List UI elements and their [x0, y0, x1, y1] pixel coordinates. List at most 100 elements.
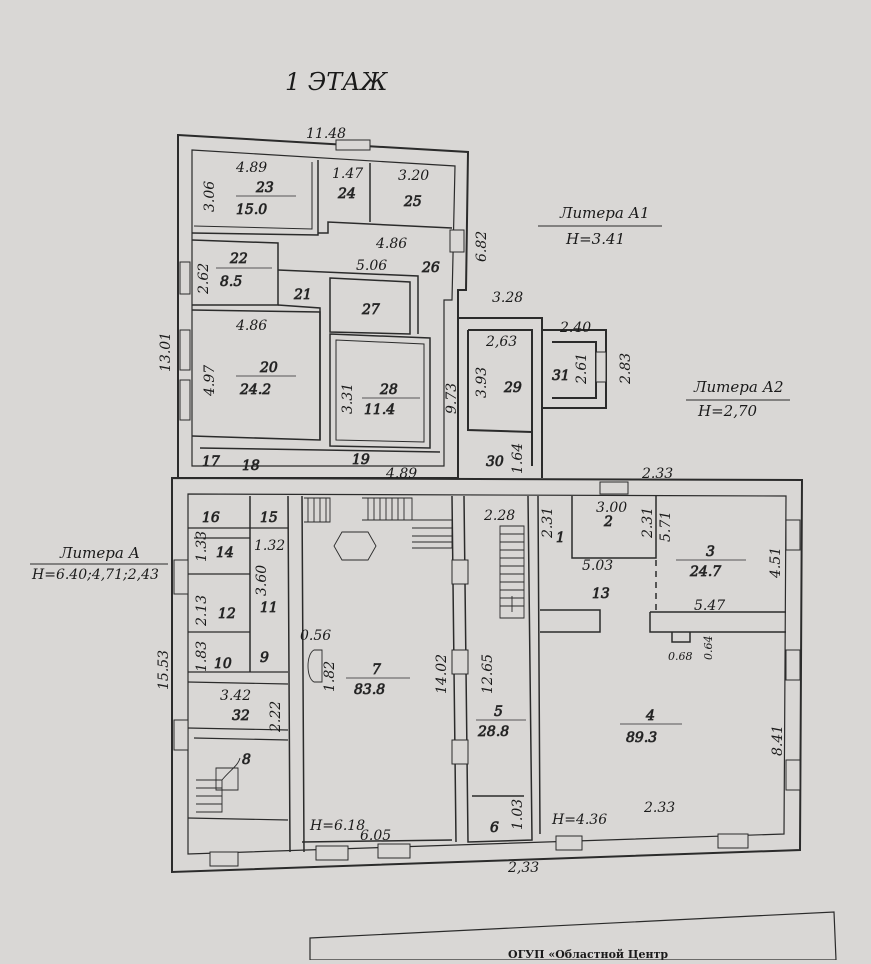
window [335, 139, 371, 151]
window [449, 229, 465, 253]
dimension: 3.28 [492, 290, 523, 306]
window [173, 559, 189, 595]
dimension: 11.48 [306, 126, 346, 142]
window [785, 649, 801, 681]
room-area: 28.8 [477, 724, 509, 740]
liter-a2-height: Н=2,70 [697, 402, 758, 420]
dimension: 5.47 [694, 598, 725, 614]
dimension: 3.93 [474, 367, 490, 398]
wall-room23 [193, 162, 313, 230]
wall-room28 [329, 333, 431, 449]
wall-column-0.68 [671, 632, 691, 643]
room-number: 9 [260, 650, 269, 666]
window [451, 559, 469, 585]
room-number: 15 [260, 510, 278, 526]
wall-left-column [249, 495, 305, 853]
room-area: 89.3 [626, 730, 657, 746]
liter-a1-height: Н=3.41 [565, 230, 625, 248]
room-number: 1 [556, 530, 565, 546]
room-area: 83.8 [354, 682, 385, 698]
room-number: 7 [372, 662, 381, 678]
room-number: 24 [337, 186, 356, 202]
liter-labels: Литера А1 Н=3.41 Литера А2 Н=2,70 Литера… [30, 204, 790, 583]
wall-right-rooms [537, 495, 786, 835]
window [179, 329, 191, 371]
wall-room20 [191, 309, 441, 453]
dimension: 1.32 [254, 538, 285, 554]
stair-hall7 [304, 497, 453, 549]
dimension: 2.62 [196, 263, 212, 295]
room-number: 10 [214, 656, 232, 672]
dimension: 2.31 [540, 507, 556, 539]
room-number: 12 [218, 606, 236, 622]
dimension-labels: 11.48 4.89 3.06 1.47 3.20 6.82 4.86 2.62… [156, 126, 786, 876]
dimension: 2.28 [483, 508, 515, 524]
room-area: 15.0 [236, 202, 267, 218]
dimension: 2.22 [268, 701, 284, 733]
room-number: 13 [592, 586, 610, 602]
wall-room28-inner [335, 339, 425, 443]
dimension: 1.82 [322, 661, 338, 692]
dimension: 1.47 [332, 166, 363, 182]
wall-room27 [329, 277, 411, 335]
room-number: 26 [421, 260, 440, 276]
dimension: 8.41 [770, 725, 786, 756]
liter-a-height: Н=6.40;4,71;2,43 [31, 567, 159, 583]
stair-room5 [499, 525, 525, 619]
window [717, 833, 749, 849]
dimension: 6.05 [360, 828, 391, 844]
title-block: ОГУП «Областной Центр [309, 911, 837, 961]
title-block-text: ОГУП «Областной Центр [508, 948, 668, 960]
window [785, 519, 801, 551]
liter-a-name: Литера А [59, 544, 140, 562]
dimension: 4.51 [768, 547, 784, 579]
room-area: 11.4 [364, 402, 395, 418]
dimension: 2.83 [618, 353, 634, 385]
openings [173, 139, 801, 867]
window [209, 851, 239, 867]
window [785, 759, 801, 791]
window [555, 835, 583, 851]
fireplace [307, 649, 323, 683]
dimension: 3.42 [220, 688, 251, 704]
dimension: 3.20 [398, 168, 429, 184]
hexagon-fixture [333, 531, 377, 561]
ceiling-height: Н=4.36 [551, 812, 607, 828]
room-number: 5 [494, 704, 503, 720]
room-number: 23 [255, 180, 274, 196]
room-number: 32 [232, 708, 250, 724]
room-number: 29 [503, 380, 522, 396]
room-number: 3 [706, 544, 715, 560]
stair-room8 [196, 757, 241, 813]
room-number: 25 [403, 194, 422, 210]
dimension: 9.73 [444, 383, 460, 414]
stair-spiral [215, 767, 239, 791]
window [315, 845, 349, 861]
window [377, 843, 411, 859]
plan-title: 1 ЭТАЖ [285, 68, 388, 96]
room-number: 16 [202, 510, 220, 526]
dimension: 1.83 [194, 641, 210, 672]
wall-a1-inner [191, 149, 456, 467]
room-area: 8.5 [220, 274, 242, 290]
dimension: 1.03 [510, 799, 526, 830]
wall-room29 [458, 317, 543, 478]
dimension: 2.40 [559, 320, 591, 336]
wall-room8 [187, 817, 289, 821]
dimension: 2.61 [574, 353, 590, 385]
dimension: 4.97 [202, 365, 218, 397]
room-labels: 23 15.0 24 25 22 8.5 21 26 27 20 24.2 28… [202, 180, 746, 836]
wall-a-outer [171, 476, 804, 874]
dimension: 1.33 [194, 531, 210, 562]
window [173, 719, 189, 751]
ceiling-height: Н=6.18 [309, 818, 365, 834]
dimension: 3.00 [596, 500, 627, 516]
room-number: 30 [486, 454, 504, 470]
room-number: 20 [259, 360, 278, 376]
stairs [196, 497, 525, 813]
dimension: 0.68 [668, 650, 693, 663]
room-number: 18 [242, 458, 260, 474]
wall-room22 [191, 239, 279, 306]
